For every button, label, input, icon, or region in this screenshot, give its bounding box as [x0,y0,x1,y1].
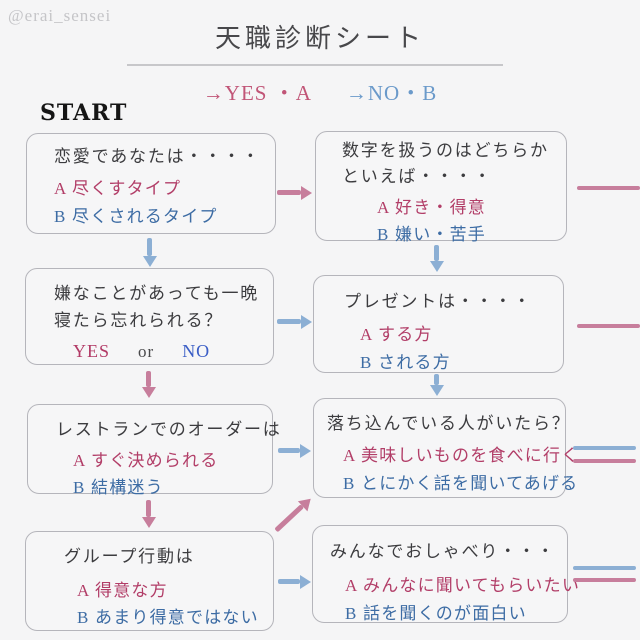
question-text: 恋愛であなたは・・・・ [54,147,261,166]
title-divider [127,64,503,66]
question-text: 嫌なことがあっても一晩 [54,284,260,303]
question-box-q7: グループ行動は A 得意な方 B あまり得意ではない [25,531,274,631]
legend-no-b: →NO・B [345,81,438,105]
result-line-q8-pink [573,578,636,582]
question-text-line2: といえば・・・・ [342,167,493,186]
result-line-q6-pink [573,459,636,463]
question-box-q6: 落ち込んでいる人がいたら？ A 美味しいものを食べに行く B とにかく話を聞いて… [313,398,580,498]
answer-b: B 嫌い・苦手 [377,225,486,244]
watermark: @erai_sensei [8,6,112,25]
answer-a: A すぐ決められる [73,451,219,470]
answer-b: B とにかく話を聞いてあげる [343,474,579,493]
legend-yes-a: →YES ・A [202,81,312,105]
arrow-q5-to-q6 [278,443,311,458]
result-line-q4-pink [577,324,640,328]
arrow-q2-to-q4 [429,245,444,272]
arrow-q3-to-q5 [141,371,156,398]
question-text: 数字を扱うのはどちらか [342,141,549,160]
yes-no-row: YES or NO [54,341,273,362]
page-title: 天職診断シート [214,24,425,53]
question-box-q1: 恋愛であなたは・・・・ A 尽くすタイプ B 尽くされるタイプ [26,133,276,234]
answer-a: A する方 [360,325,433,344]
answer-yes: YES [73,341,111,361]
answer-no: NO [182,341,211,361]
legend: →YES ・A →NO・B [0,77,640,107]
question-box-q2: 数字を扱うのはどちらか といえば・・・・ A 好き・得意 B 嫌い・苦手 [315,131,567,244]
question-text: プレゼントは・・・・ [344,292,532,311]
answer-b: B される方 [360,353,451,372]
arrow-q4-to-q6 [429,374,444,396]
result-line-q8-blue [573,566,636,570]
question-box-q8: みんなでおしゃべり・・・ A みんなに聞いてもらいたい B 話を聞くのが面白い [312,525,581,623]
answer-a: A みんなに聞いてもらいたい [345,576,581,595]
question-text: レストランでのオーダーは [56,420,282,439]
answer-b: B 話を聞くのが面白い [345,604,527,623]
answer-b: B 結構迷う [73,478,164,497]
question-box-q5: レストランでのオーダーは A すぐ決められる B 結構迷う [27,404,282,497]
question-text: グループ行動は [64,547,195,566]
question-text: 落ち込んでいる人がいたら？ [327,414,571,433]
arrow-q3-to-q4 [277,314,312,329]
result-line-q2-pink [577,186,640,190]
answer-a: A 尽くすタイプ [54,179,182,198]
arrow-q7-to-q8 [278,574,311,589]
answer-b: B 尽くされるタイプ [54,207,218,226]
answer-b: B あまり得意ではない [77,608,259,627]
arrow-q5-to-q7 [141,500,156,528]
answer-a: A 得意な方 [77,581,168,600]
start-label: START [40,100,128,126]
or-label: or [138,342,155,361]
arrow-q1-to-q3 [142,238,157,267]
arrow-q7-to-q6-diagonal [274,504,305,533]
question-box-q4: プレゼントは・・・・ A する方 B される方 [313,275,564,373]
arrow-q1-to-q2 [277,185,312,200]
question-box-q3: 嫌なことがあっても一晩 寝たら忘れられる？ YES or NO [25,268,274,365]
answer-a: A 好き・得意 [377,198,486,217]
answer-a: A 美味しいものを食べに行く [343,446,580,465]
result-line-q6-blue [573,446,636,450]
question-text-line2: 寝たら忘れられる？ [54,311,224,330]
question-text: みんなでおしゃべり・・・ [330,542,556,561]
